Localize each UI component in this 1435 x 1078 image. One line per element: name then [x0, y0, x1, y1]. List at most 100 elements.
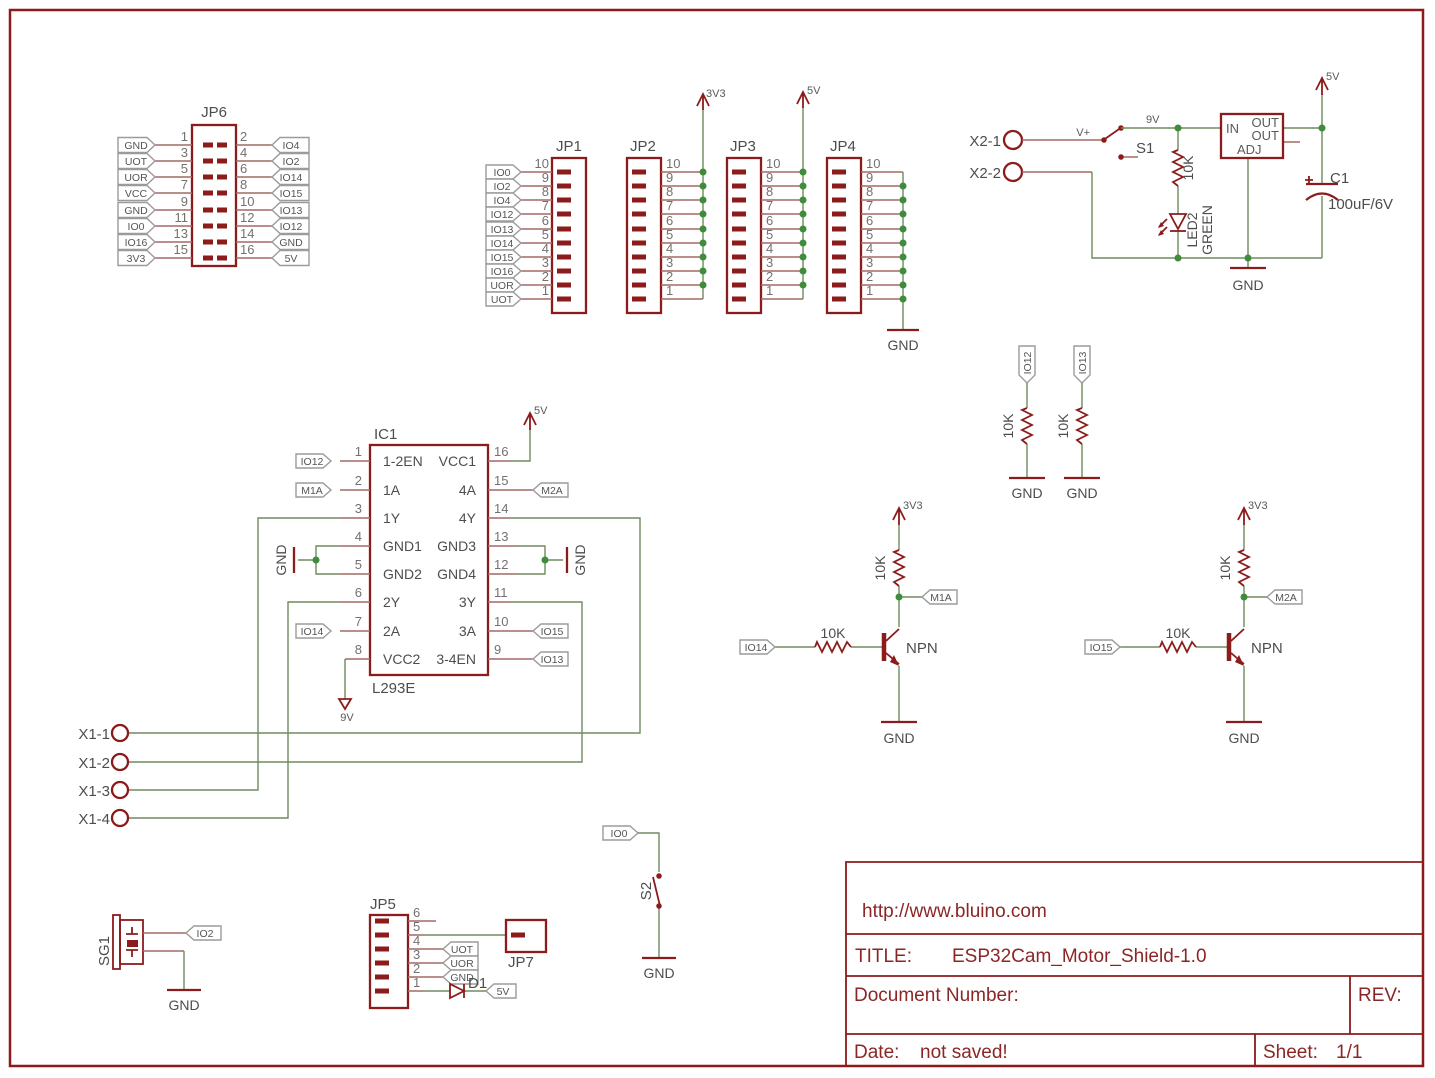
connector-jp6[interactable]: JP6 1 3 5 7 9 11 13 15 2 4 6 8 10 12 14 … — [155, 104, 272, 268]
jp2-pin-num: 4 — [666, 241, 673, 256]
led2[interactable]: LED2 GREEN — [1158, 205, 1215, 255]
jp2-pin-num: 1 — [666, 283, 673, 298]
gnd-label: GND — [572, 544, 588, 575]
npn-emitter-arrow — [890, 655, 899, 666]
jp1-pin-num: 9 — [542, 170, 549, 185]
net-flag-label: IO4 — [494, 195, 511, 207]
connector-jp5[interactable]: JP5 6 5 4 3 2 1 UOT UOR GND D1 5V — [368, 896, 517, 1010]
net-flag-label: M1A — [301, 485, 323, 497]
jp4-pin-num: 9 — [866, 170, 873, 185]
pulldown-io13[interactable]: IO13 10K GND — [1055, 345, 1100, 501]
jp5-body — [368, 913, 410, 1010]
resistor-10k[interactable] — [814, 639, 852, 655]
net-label-9v: 9V — [340, 712, 354, 724]
net-flag-label: UOT — [125, 156, 148, 168]
resistor-10k[interactable] — [1159, 639, 1197, 655]
gnd-label: GND — [887, 337, 918, 353]
s2-ref: S2 — [638, 882, 655, 900]
terminal-x1-4[interactable] — [110, 808, 130, 828]
ic1-pin-num: 6 — [355, 585, 362, 600]
connector-jp1[interactable]: JP1 10 9 8 7 6 5 4 3 2 1 IO0 IO2 IO4 IO1… — [485, 138, 588, 315]
jp1-pin-num: 6 — [542, 213, 549, 228]
jp1-pin-num: 7 — [542, 198, 549, 213]
net-flag-label: IO15 — [491, 252, 514, 264]
connector-jp4[interactable]: JP4 10 9 8 7 6 5 4 3 2 1 GND — [825, 138, 919, 353]
supply-symbol-9v — [337, 698, 353, 711]
terminal-block-x1[interactable]: X1-1 X1-2 X1-3 X1-4 — [78, 723, 130, 828]
switch-s2-lever[interactable] — [652, 876, 661, 907]
jp3-pin-num: 10 — [766, 156, 780, 171]
gnd-loop-wires — [298, 545, 563, 575]
npn-label: NPN — [1251, 640, 1283, 657]
net-flag-label: 3V3 — [127, 253, 146, 265]
sg1-ref: SG1 — [96, 936, 113, 966]
gnd-label: GND — [1011, 485, 1042, 501]
led-triangle — [1168, 213, 1188, 231]
s1-ref: S1 — [1136, 140, 1154, 157]
jp2-pin-num: 7 — [666, 198, 673, 213]
title-block: http://www.bluino.com TITLE: ESP32Cam_Mo… — [845, 861, 1424, 1067]
ic1-body — [368, 443, 490, 677]
transistor-circuit-q1[interactable]: 3V3 10K M1A IO14 10K NPN GND — [739, 500, 958, 746]
net-flag-label: IO14 — [280, 172, 303, 184]
gnd-label: GND — [168, 997, 199, 1013]
gnd-label: GND — [1066, 485, 1097, 501]
buzzer-sg1[interactable]: SG1 IO2 GND — [96, 914, 222, 1013]
diode-d1[interactable]: D1 5V — [449, 975, 517, 1000]
ic1-ref: IC1 — [374, 426, 397, 443]
regulator-body[interactable] — [1219, 112, 1285, 160]
terminal-x2-1[interactable] — [1002, 129, 1024, 151]
jp4-pin-num: 8 — [866, 184, 873, 199]
net-flag-label: IO0 — [128, 221, 145, 233]
date-label: Date: — [854, 1042, 899, 1063]
jp4-pin-num: 10 — [866, 156, 880, 171]
jp2-pin-num: 6 — [666, 213, 673, 228]
jp5-pin-num: 1 — [413, 975, 420, 990]
jp6-pin-num: 12 — [240, 210, 254, 225]
resistor-10k[interactable] — [1074, 407, 1090, 445]
title-block-grid — [845, 861, 1424, 1067]
buzzer-back — [112, 914, 121, 970]
switch-s2[interactable]: IO0 S2 GND — [602, 825, 676, 981]
ic1-pin-num: 1 — [355, 444, 362, 459]
jp6-net-flags[interactable]: GND UOT UOR VCC GND IO0 IO16 3V3 IO4 IO2… — [117, 136, 310, 267]
pulldown-io12[interactable]: IO12 10K GND — [1000, 345, 1045, 501]
terminal-x2-2[interactable] — [1002, 161, 1024, 183]
terminal-x1-1[interactable] — [110, 723, 130, 743]
net-flag-label: UOT — [451, 944, 474, 956]
jp6-pin-num: 6 — [240, 161, 247, 176]
jp7-body — [504, 918, 548, 954]
switch-s1-contacts — [1101, 125, 1124, 160]
ic1-pin-num: 11 — [494, 585, 508, 600]
gnd-label: GND — [883, 730, 914, 746]
terminal-x1-3[interactable] — [110, 780, 130, 800]
net-flag-label: M2A — [1275, 592, 1297, 604]
jp5-pin-num: 5 — [413, 919, 420, 934]
connector-jp2[interactable]: JP2 10 9 8 7 6 5 4 3 2 1 3V3 — [625, 88, 726, 315]
power-section[interactable]: X2-1 X2-2 V+ S1 9V IN OUT OUT ADJ 5V 10K… — [969, 71, 1393, 293]
resistor-10k[interactable] — [1019, 407, 1035, 445]
connector-jp3[interactable]: JP3 10 9 8 7 6 5 4 3 2 1 5V — [725, 85, 821, 315]
ic1-l293e[interactable]: IC1 L293E 1 2 3 4 5 6 7 8 16 15 14 13 12… — [273, 405, 588, 724]
resistor-10k[interactable] — [1236, 549, 1252, 587]
net-label-5v: 5V — [534, 405, 548, 417]
net-label-5v: 5V — [1326, 71, 1340, 83]
ic1-pin-num: 8 — [355, 642, 362, 657]
connector-jp7[interactable]: JP7 — [504, 918, 548, 971]
supply-arrow-5v — [1315, 75, 1329, 95]
resistor-10k[interactable] — [891, 549, 907, 587]
jp6-pads — [203, 142, 227, 261]
terminal-x1-2[interactable] — [110, 752, 130, 772]
net-flag-label: IO14 — [491, 238, 514, 250]
net-flag-label: IO16 — [491, 266, 514, 278]
transistor-circuit-q2[interactable]: 3V3 10K M2A IO15 10K NPN GND — [1084, 500, 1303, 746]
jp1-pin-num: 5 — [542, 227, 549, 242]
net-flag-label: IO15 — [541, 626, 564, 638]
resistor-10k[interactable] — [1170, 149, 1186, 187]
capacitor-c1[interactable]: C1 100uF/6V — [1305, 170, 1393, 213]
jp1-pin-num: 10 — [535, 156, 549, 171]
supply-arrow-3v3 — [1237, 505, 1251, 525]
jp1-pin-num: 8 — [542, 184, 549, 199]
led-arrowhead — [1158, 230, 1164, 236]
ic1-pin-name: VCC2 — [383, 651, 421, 667]
